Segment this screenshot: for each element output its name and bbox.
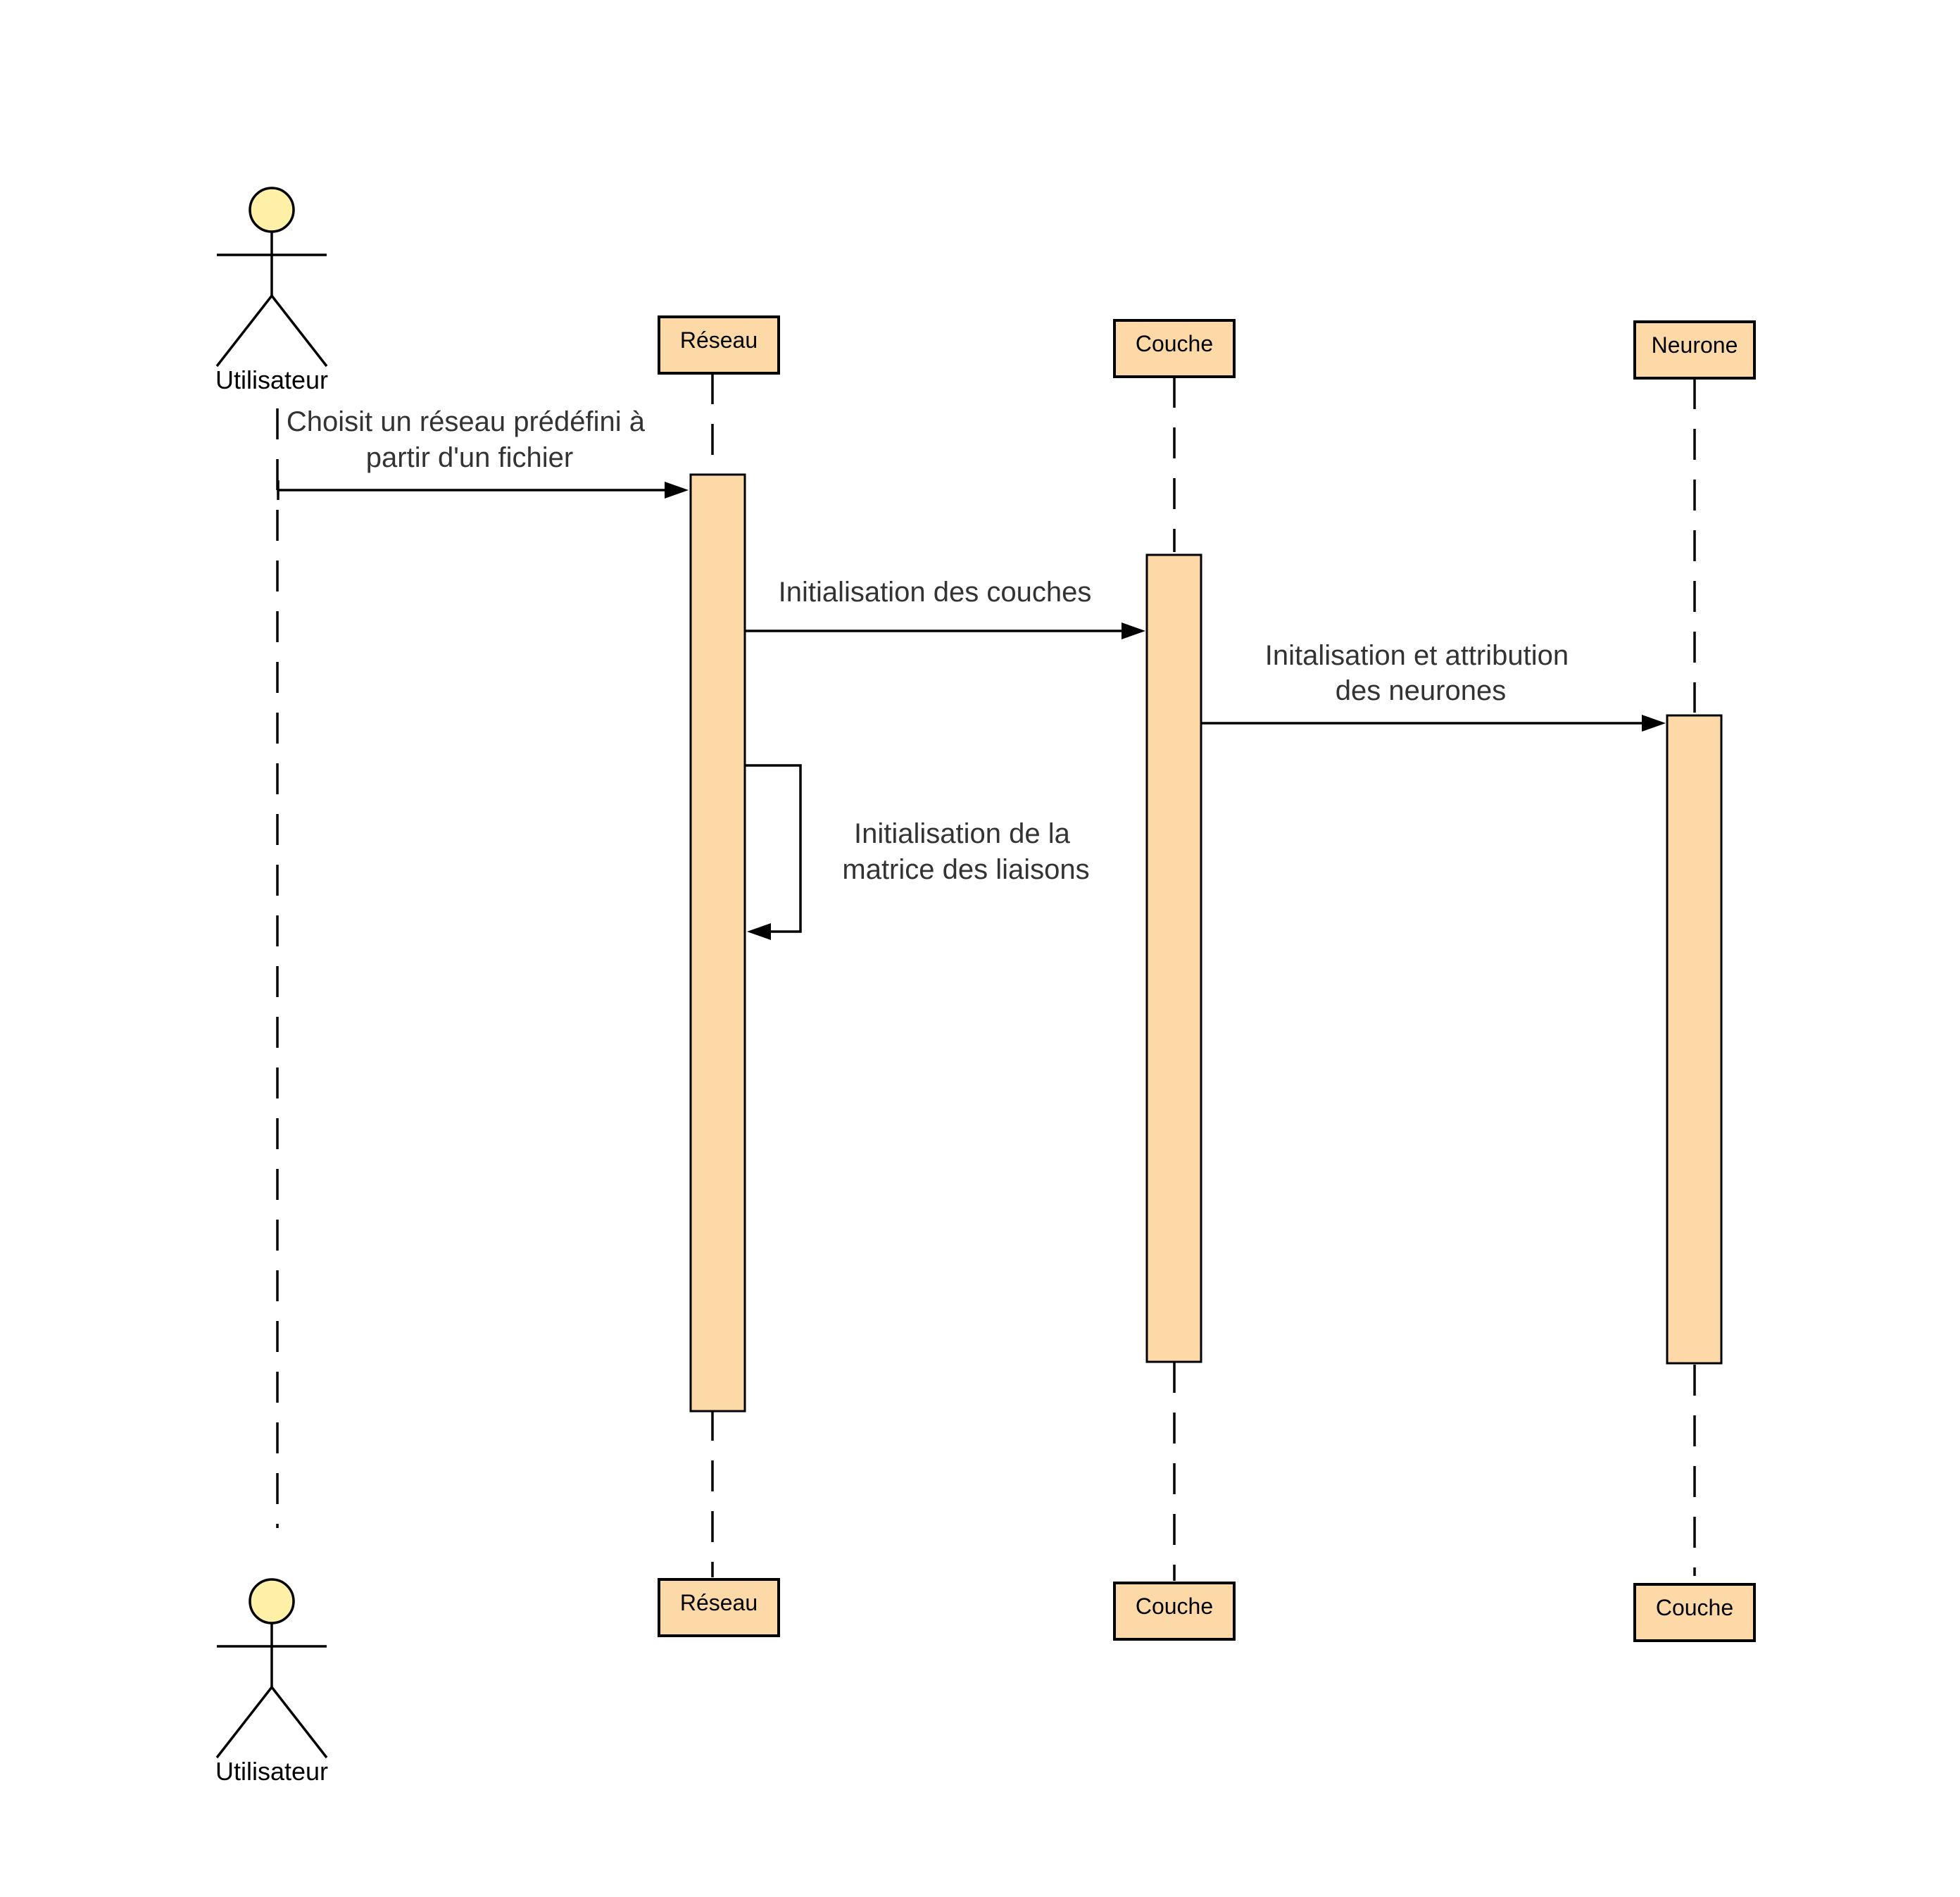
message-label: Initialisation des couches <box>779 577 1092 608</box>
participant-label: Couche <box>1656 1595 1733 1620</box>
message-label: Choisit un réseau prédéfini à partir d'u… <box>287 406 653 473</box>
actor-label: Utilisateur <box>215 365 328 394</box>
actor-head <box>249 1578 295 1624</box>
participant-couche-top: Couche <box>1113 319 1236 378</box>
participant-label: Neurone <box>1652 332 1738 358</box>
message-label: Initalisation et attribution des neurone… <box>1265 640 1577 706</box>
activation-neurone <box>1666 714 1723 1365</box>
actor-utilisateur-bottom: Utilisateur <box>215 1578 328 1786</box>
message-label: Initialisation de la matrice des liaison… <box>842 818 1089 885</box>
activation-couche <box>1145 553 1202 1363</box>
arrowhead <box>747 923 771 940</box>
message-self-matrice-liaisons: Initialisation de la matrice des liaison… <box>745 764 1090 940</box>
arrowhead <box>1642 715 1666 732</box>
actor-label: Utilisateur <box>215 1757 328 1786</box>
arrowhead <box>665 482 689 499</box>
participant-reseau-top: Réseau <box>658 315 780 375</box>
participant-neurone-top: Neurone <box>1633 320 1756 380</box>
message-initialisation-couches: Initialisation des couches <box>745 577 1145 639</box>
actor-leg-right <box>270 294 328 368</box>
participant-label: Réseau <box>680 1590 758 1615</box>
participant-label: Couche <box>1136 331 1213 356</box>
participant-neurone-bottom: Couche <box>1633 1583 1756 1642</box>
participant-reseau-bottom: Réseau <box>658 1578 780 1637</box>
participant-couche-bottom: Couche <box>1113 1582 1236 1641</box>
actor-leg-left <box>215 1686 273 1759</box>
message-choisit-reseau: Choisit un réseau prédéfini à partir d'u… <box>277 406 689 500</box>
activation-reseau <box>689 473 746 1413</box>
actor-utilisateur-top: Utilisateur <box>215 187 328 394</box>
actor-head <box>249 187 295 233</box>
participant-label: Couche <box>1136 1594 1213 1619</box>
message-initialisation-neurones: Initalisation et attribution des neurone… <box>1201 640 1666 732</box>
participant-label: Réseau <box>680 327 758 353</box>
message-line <box>745 764 802 933</box>
actor-leg-right <box>270 1686 328 1759</box>
arrowhead <box>1122 622 1145 639</box>
actor-leg-left <box>215 294 273 368</box>
